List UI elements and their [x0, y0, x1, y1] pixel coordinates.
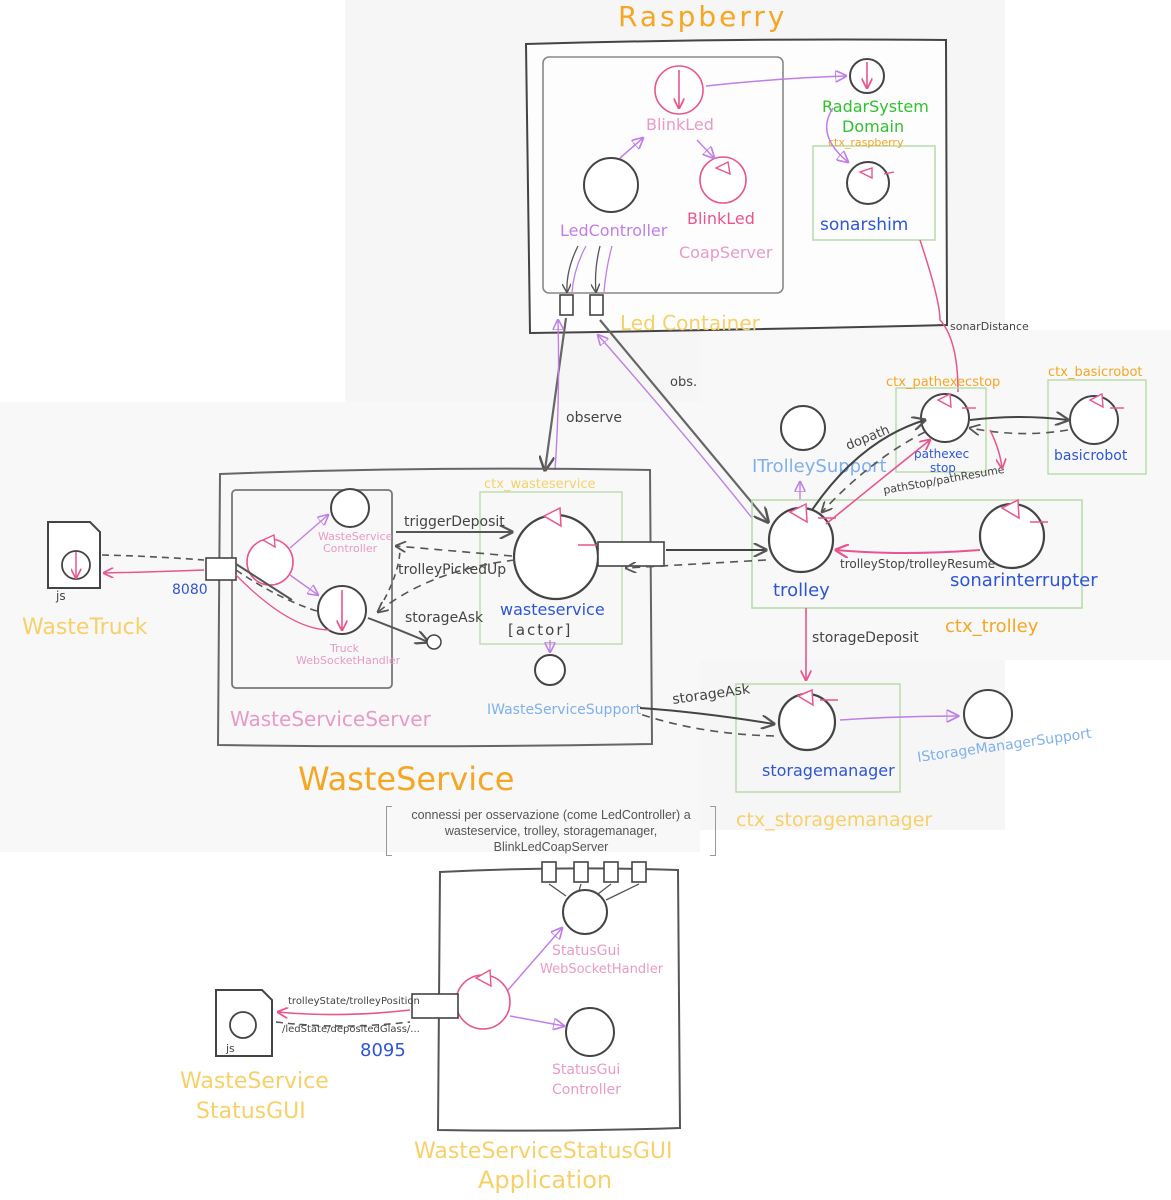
observation-note: connessi per osservazione (come LedContr…: [386, 806, 716, 856]
port-8080-label: 8080: [172, 582, 208, 598]
storage-ask-1-label: storageAsk: [405, 610, 484, 626]
basicrobot-area: ctx_basicrobot basicrobot: [970, 365, 1147, 475]
wasteservice-area: WasteService WasteServiceServer ctx_wast…: [172, 467, 665, 798]
trolley-stop-resume-label: trolleyStop/trolleyResume: [840, 557, 995, 571]
wastetruck-label: WasteTruck: [22, 615, 148, 640]
status-app-title-2: Application: [478, 1166, 612, 1194]
ws-controller-label: WasteService: [318, 530, 393, 543]
note-line-3: BlinkLedCoapServer: [493, 840, 609, 854]
pathexecstop-label-2: stop: [930, 461, 956, 475]
note-bracket-right: [710, 806, 716, 856]
sonar-distance-label: sonarDistance: [950, 320, 1029, 333]
storagemanager-label: storagemanager: [762, 761, 895, 780]
port-8095-label: 8095: [360, 1040, 406, 1061]
js-label-2: js: [225, 1042, 235, 1055]
observe-label: observe: [566, 410, 622, 426]
js-label-1: js: [55, 589, 66, 603]
radar-domain-label-2: Domain: [842, 117, 904, 136]
radar-domain-label: RadarSystem: [822, 97, 929, 116]
ws-controller-label-2: Controller: [323, 542, 378, 555]
ctx-basicrobot-label: ctx_basicrobot: [1048, 365, 1143, 380]
itrolleysupport-label: ITrolleySupport: [752, 456, 887, 477]
trolley-label: trolley: [773, 580, 830, 601]
wastetruck-client: js WasteTruck: [22, 521, 205, 640]
led-container-title: Led Container: [620, 311, 761, 335]
waste-service-server-title: WasteServiceServer: [230, 707, 432, 731]
status-gui-client-label-2: StatusGUI: [196, 1099, 306, 1124]
trolley-picked-up-label: trolleyPickedUp: [398, 562, 506, 578]
wasteservice-label: wasteservice: [500, 600, 605, 619]
ledcontroller-label: LedController: [560, 221, 668, 240]
ctx-wasteservice-label: ctx_wasteservice: [484, 477, 595, 492]
truck-ws-label-2: WebSocketHandler: [296, 654, 401, 667]
obs-label: obs.: [670, 375, 697, 390]
sonarinterrupter-label: sonarinterrupter: [950, 570, 1098, 591]
ctx-pathexecstop-label: ctx_pathexecstop: [886, 375, 1000, 390]
wasteservice-sublabel: [actor]: [508, 621, 572, 639]
blinkled-coap-label-2: CoapServer: [679, 243, 773, 262]
raspberry-area: Raspberry Led Container ctx_raspberry Ra…: [524, 0, 949, 335]
ctx-trolley-label: ctx_trolley: [945, 616, 1039, 637]
pathexecstop-label: pathexec: [914, 447, 969, 461]
storage-deposit-label: storageDeposit: [812, 630, 919, 646]
status-gui-client-label: WasteService: [180, 1069, 329, 1094]
status-app-title: WasteServiceStatusGUI: [414, 1139, 673, 1164]
sonarshim-label: sonarshim: [820, 215, 908, 235]
status-ctrl-label: StatusGui: [552, 1062, 620, 1078]
pathexecstop-area: ctx_pathexecstop pathexec stop: [886, 375, 1000, 475]
status-ws-label: StatusGui: [552, 943, 620, 959]
note-line-1: connessi per osservazione (come LedContr…: [411, 808, 691, 822]
trolley-area: ctx_trolley trolley sonarinterrupter tro…: [751, 498, 1098, 637]
truck-ws-label: Truck: [329, 642, 360, 655]
ctx-raspberry-label: ctx_raspberry: [828, 136, 904, 149]
status-ws-label-2: WebSocketHandler: [540, 962, 664, 977]
ctx-storagemanager-label: ctx_storagemanager: [736, 809, 932, 831]
status-ctrl-label-2: Controller: [552, 1082, 621, 1098]
trigger-deposit-label: triggerDeposit: [404, 514, 505, 530]
basicrobot-label: basicrobot: [1054, 448, 1128, 464]
note-bracket-left: [386, 806, 392, 856]
blinkled-label: BlinkLed: [646, 115, 714, 134]
blinkled-coap-label: BlinkLed: [687, 209, 755, 228]
gui-msg-label-2: /ledState/depositedGlass/...: [282, 1024, 420, 1035]
raspberry-title: Raspberry: [618, 0, 787, 33]
status-gui-app: WasteServiceStatusGUI Application Status…: [360, 861, 682, 1194]
iwasteservicesupport-label: IWasteServiceSupport: [487, 702, 642, 718]
gui-msg-label: trolleyState/trolleyPosition: [288, 996, 420, 1007]
note-line-2: wasteservice, trolley, storagemanager,: [444, 824, 658, 838]
status-gui-client: js WasteService StatusGUI trolleyState/t…: [180, 989, 420, 1124]
waste-service-title: WasteService: [298, 760, 514, 798]
